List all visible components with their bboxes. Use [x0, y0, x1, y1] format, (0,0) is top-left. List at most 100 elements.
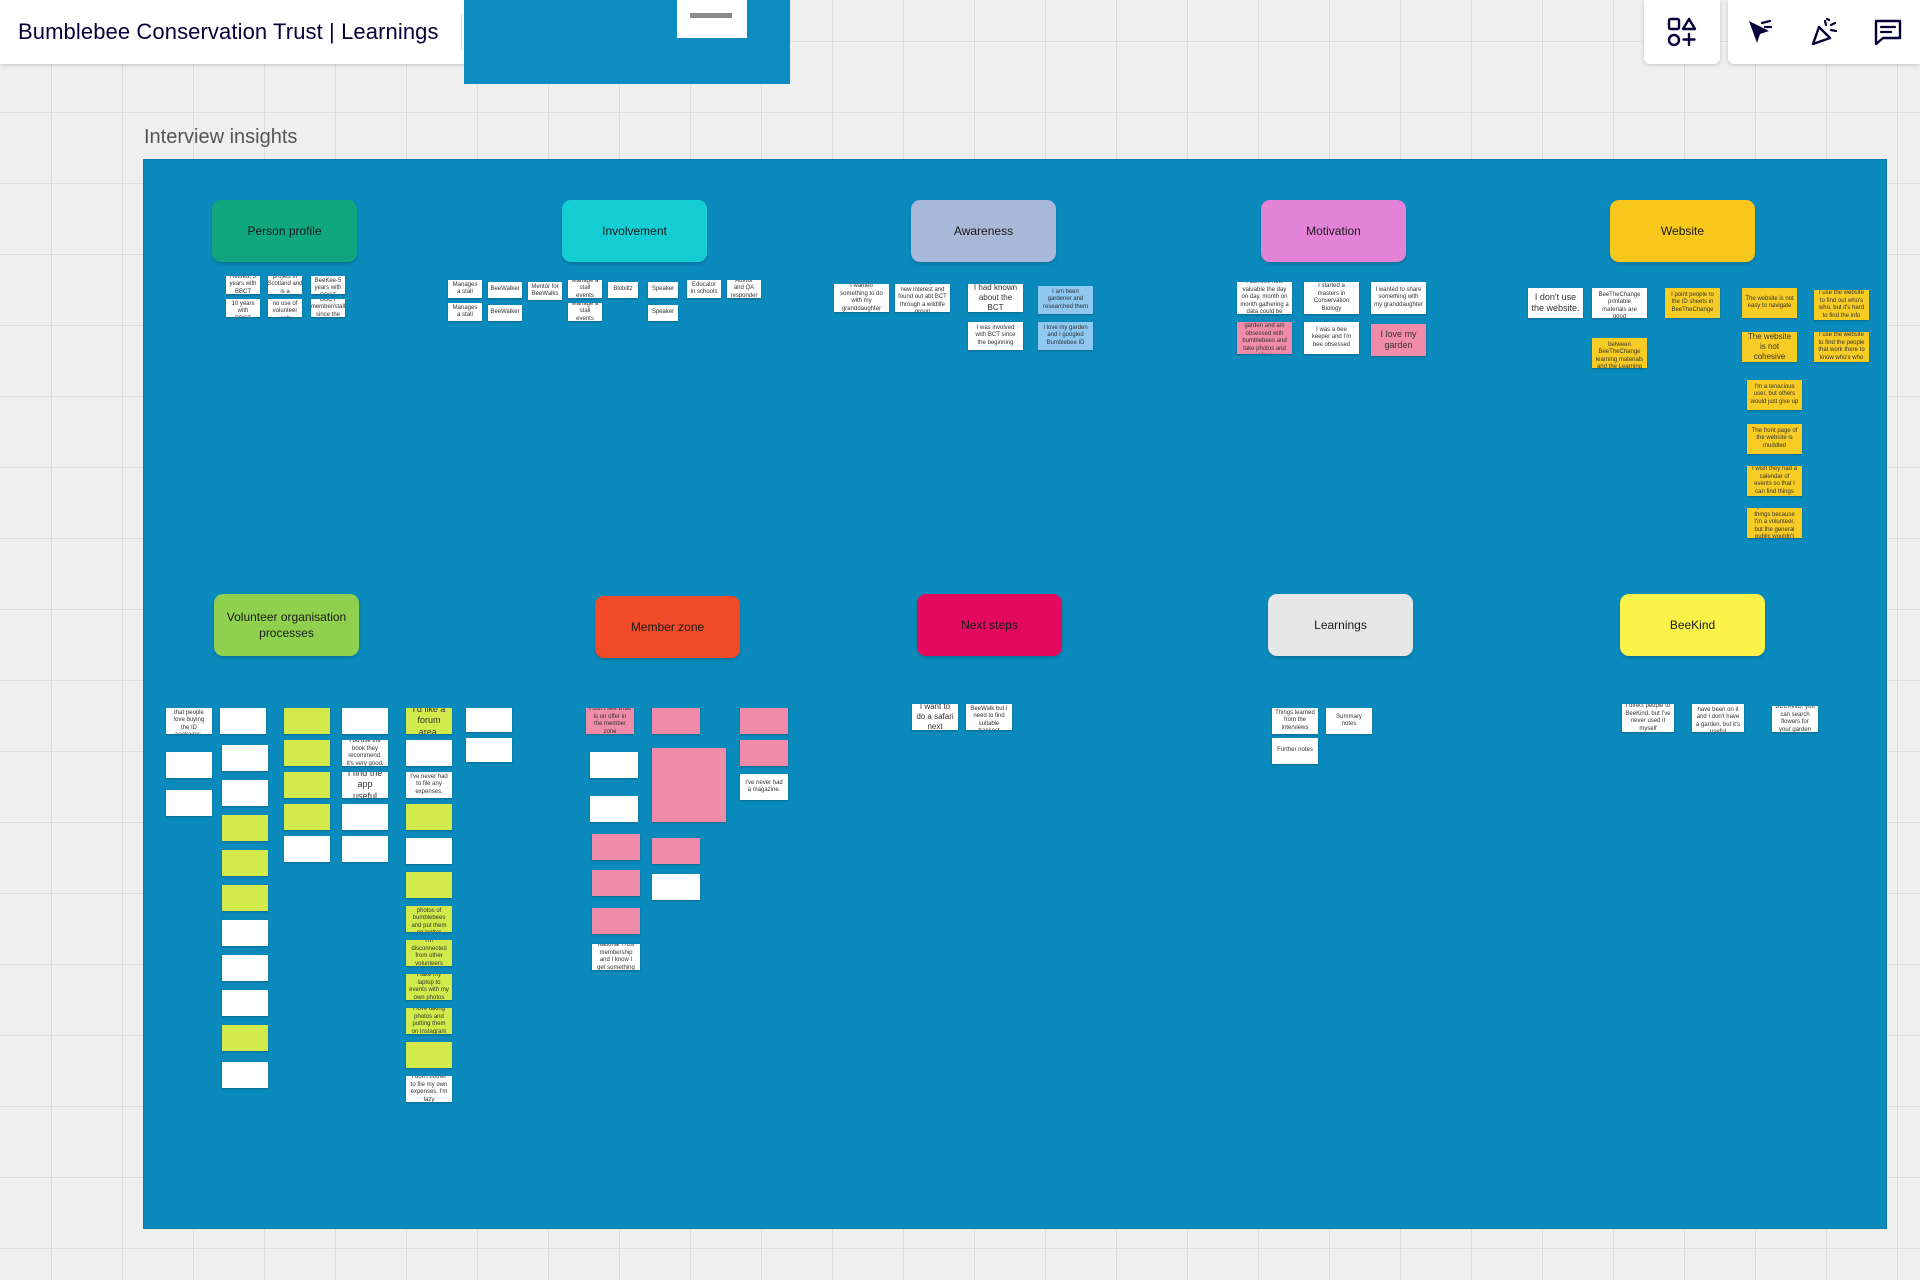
sticky-note[interactable]: I love taking photos and putting them on…	[406, 1008, 452, 1034]
sticky-note[interactable]: I pointed to find things because I'm a v…	[1747, 508, 1802, 538]
collaboration-toolbar	[1728, 0, 1920, 64]
sticky-note[interactable]: I have the National Trust membership and…	[592, 944, 640, 970]
sticky-note[interactable]: Retired, BBCT member/stall since the beg…	[311, 299, 345, 317]
category-involvement[interactable]: Involvement	[562, 200, 707, 262]
sticky-note[interactable]: I take lots of photos of bumblebees and …	[406, 906, 452, 932]
sticky-note[interactable]: Author and QA responder	[727, 280, 761, 298]
sticky-note[interactable]: I want to do a BeeWalk but I need to fin…	[966, 704, 1012, 730]
cursor-button[interactable]	[1729, 0, 1791, 64]
sticky-note[interactable]: Retired, 10 years with BBCT	[226, 299, 260, 317]
sticky-note[interactable]: I wanted to share something with my gran…	[1371, 282, 1426, 314]
comment-button[interactable]	[1857, 0, 1919, 64]
category-label: Person profile	[247, 223, 322, 238]
category-member-zone[interactable]: Member zone	[595, 596, 740, 658]
sticky-note[interactable]: There is crossover between BeeTheChange …	[1592, 338, 1647, 368]
sticky-note[interactable]: I don't see what is on offer in the memb…	[586, 708, 634, 734]
sticky-note[interactable]: Manage a stall events	[568, 280, 602, 298]
category-person-profile[interactable]: Person profile	[212, 200, 357, 262]
sticky-note[interactable]: I can see how valuable the day on day, m…	[1237, 282, 1292, 314]
sticky-note[interactable]: I find the app useful	[342, 772, 388, 798]
sticky-note[interactable]: BEEKIND: I have been on it and I don't h…	[1692, 704, 1744, 732]
sticky-note[interactable]: I had known about the BCT	[968, 284, 1023, 312]
sticky-note[interactable]: The website is not cohesive	[1742, 332, 1797, 362]
sticky-note[interactable]: The BeeTheChange printable materials are…	[1592, 288, 1647, 318]
sticky-note[interactable]: I'm disconnected from other volunteers	[406, 940, 452, 966]
sticky-note[interactable]: I point people to the ID sheets in BeeTh…	[1665, 288, 1720, 318]
category-next-steps[interactable]: Next steps	[917, 594, 1062, 656]
sticky-note[interactable]: I'm a tenacious user, but others would j…	[1747, 380, 1802, 410]
sticky-note[interactable]: Was looking for a new interest and found…	[895, 284, 950, 312]
sticky-note[interactable]: Retired, 5 years with BBCT	[226, 276, 260, 294]
celebrate-button[interactable]	[1793, 0, 1855, 64]
sticky-note[interactable]: BeeWalker	[488, 282, 522, 298]
sticky-note	[222, 920, 268, 946]
sticky-note[interactable]: Summary notes	[1326, 708, 1372, 734]
sticky-note[interactable]: I'd like a forum area.	[406, 708, 452, 734]
sticky-note[interactable]: I was a bee keeper and I'm bee obsessed	[1304, 322, 1359, 354]
sticky-note[interactable]: BEEKIND: you can search flowers for your…	[1772, 706, 1818, 732]
sticky-note[interactable]: I do use the book they recommend. It's v…	[342, 740, 388, 766]
sticky-note	[222, 850, 268, 876]
sticky-note[interactable]: I love my garden and I googled Bumblebee…	[1038, 322, 1093, 350]
sticky-note[interactable]: Things learned from the interviews	[1272, 708, 1318, 734]
sticky-note[interactable]: Blobiltz	[608, 282, 638, 298]
sticky-note[interactable]: The front page of the website is muddled	[1747, 424, 1802, 454]
sticky-note[interactable]: I've never had a magazine.	[740, 774, 788, 800]
sticky-note	[740, 740, 788, 766]
sticky-note[interactable]: I use the website to find the people tha…	[1814, 332, 1869, 362]
sticky-note[interactable]: I wish they had a calendar of events so …	[1747, 466, 1802, 496]
sticky-note[interactable]: The website is not easy to navigate	[1742, 288, 1797, 318]
sticky-note[interactable]: I take my laptop to events with my own p…	[406, 974, 452, 1000]
sticky-note[interactable]: I don't bother to file my own expenses. …	[406, 1076, 452, 1102]
sticky-note	[740, 708, 788, 734]
shapes-button[interactable]	[1651, 0, 1713, 64]
sticky-note	[466, 738, 512, 762]
sticky-note[interactable]: I've noticed that people love buying the…	[166, 708, 212, 734]
sticky-note[interactable]: Further notes	[1272, 738, 1318, 764]
sticky-note[interactable]: Manage a stall events	[568, 303, 602, 321]
category-label: Website	[1660, 223, 1705, 238]
sticky-note[interactable]: I've never had to file any expenses.	[406, 772, 452, 798]
category-label: Learnings	[1314, 617, 1367, 632]
frame-title[interactable]: Interview insights	[144, 126, 298, 148]
category-label: Awareness	[953, 223, 1014, 238]
sticky-note[interactable]: I started a masters in Conservation Biol…	[1304, 282, 1359, 314]
sticky-note[interactable]: I use the website to find out who's who,…	[1814, 290, 1869, 320]
sticky-note[interactable]: I wanted something to do with my grandda…	[834, 284, 889, 312]
sticky-note[interactable]: Educator in schools	[687, 280, 721, 298]
sticky-note[interactable]: I love my garden	[1371, 324, 1426, 356]
category-beekind[interactable]: BeeKind	[1620, 594, 1765, 656]
sticky-note	[284, 740, 330, 766]
board-title[interactable]: Bumblebee Conservation Trust | Learnings	[18, 19, 439, 44]
sticky-note[interactable]: I was involved with BCT since the beginn…	[968, 322, 1023, 350]
category-learnings[interactable]: Learnings	[1268, 594, 1413, 656]
sticky-note	[652, 708, 700, 734]
sticky-note[interactable]: Speaker	[648, 305, 678, 321]
sticky-note[interactable]: Retired BeeKee-5 years with BBCT	[311, 276, 345, 294]
sticky-note[interactable]: I don't use the website.	[1528, 288, 1583, 318]
sticky-note[interactable]: I direct people to BeeKind, but I've nev…	[1622, 704, 1674, 732]
category-website[interactable]: Website	[1610, 200, 1755, 262]
sticky-note[interactable]: Has run BEES project in Scotland and is …	[268, 276, 302, 294]
sticky-note[interactable]: I am been gardener and researched them	[1038, 286, 1093, 314]
category-motivation[interactable]: Motivation	[1261, 200, 1406, 262]
sticky-note[interactable]: BeeWalker	[488, 305, 522, 321]
shapes-icon	[1667, 17, 1697, 47]
sticky-note[interactable]: I want to do a safari next	[912, 704, 958, 730]
category-awareness[interactable]: Awareness	[911, 200, 1056, 262]
category-volunteer-processes[interactable]: Volunteer organisation processes	[214, 594, 359, 656]
sticky-note[interactable]: Mentor for BeeWalks	[528, 282, 562, 300]
sticky-note	[166, 752, 212, 778]
sticky-note	[592, 834, 640, 860]
sticky-note[interactable]: Manages a stall	[448, 280, 482, 298]
sticky-note[interactable]: Current volunteer, no use of volunteer w…	[268, 299, 302, 317]
sticky-note	[342, 836, 388, 862]
sticky-note[interactable]: I love my huge garden and am obsessed wi…	[1237, 322, 1292, 354]
sticky-note[interactable]: Manages a stall	[448, 303, 482, 321]
sticky-note[interactable]: Speaker	[648, 282, 678, 298]
sticky-note	[342, 804, 388, 830]
frame-preview[interactable]	[464, 0, 790, 84]
sticky-note	[406, 804, 452, 830]
sticky-note	[284, 836, 330, 862]
interview-insights-frame[interactable]: Person profile Involvement Awareness Mot…	[144, 160, 1886, 1228]
